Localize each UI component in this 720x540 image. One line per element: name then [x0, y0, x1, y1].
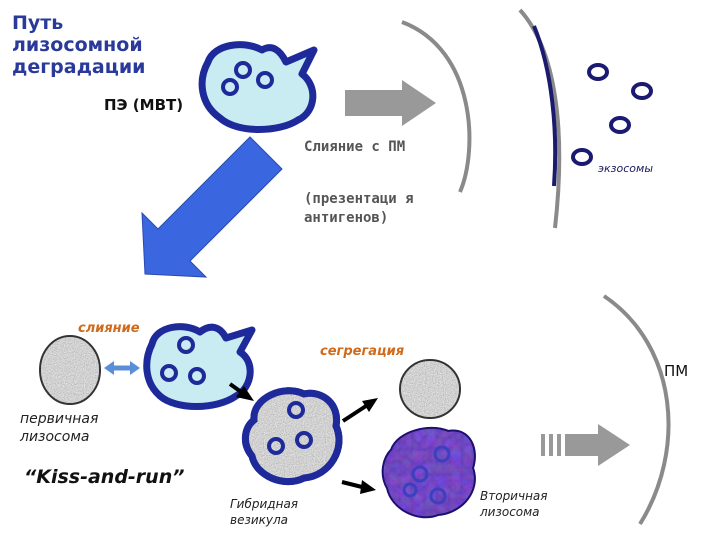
black-arrow-down [341, 480, 376, 494]
black-arrow-up [341, 398, 378, 423]
mvb-bottom [143, 323, 256, 410]
primary-lysosome [39, 335, 101, 405]
double-headed-arrow [104, 361, 140, 375]
mvb-label: ПЭ (МВТ) [104, 96, 184, 114]
black-arrow [228, 382, 254, 401]
gray-right-arrow [345, 80, 436, 126]
hybrid-vesicle-label: Гибридная везикула [230, 497, 299, 527]
secondary-lysosome-label: Вторичная лизосома [480, 489, 548, 519]
blue-diagonal-arrow [141, 136, 283, 278]
segregated-lysosome [399, 359, 461, 419]
exosomes-label: экзосомы [598, 162, 654, 175]
gray-striped-arrow [541, 424, 630, 466]
secondary-lysosome [381, 426, 476, 519]
exosomes [571, 63, 653, 166]
segregation-label: сегрегация [320, 344, 405, 359]
antigen-presentation-label: (презентаци я антигенов) [304, 191, 414, 226]
fusion-label: слияние [78, 321, 140, 336]
plasma-membrane-fused-dark [532, 25, 558, 187]
diagram-title: Путь лизосомной деградации [12, 12, 146, 78]
plasma-membrane-bottom [602, 294, 671, 526]
fusion-pm-label: Слияние с ПМ [304, 139, 406, 155]
primary-lysosome-label: первичная лизосома [20, 411, 99, 445]
plasma-membrane-curve [401, 20, 472, 193]
mvb-top [198, 41, 318, 133]
pm-label: ПМ [664, 362, 689, 380]
kiss-and-run-label: “Kiss-and-run” [24, 466, 185, 488]
hybrid-vesicle [242, 387, 343, 486]
